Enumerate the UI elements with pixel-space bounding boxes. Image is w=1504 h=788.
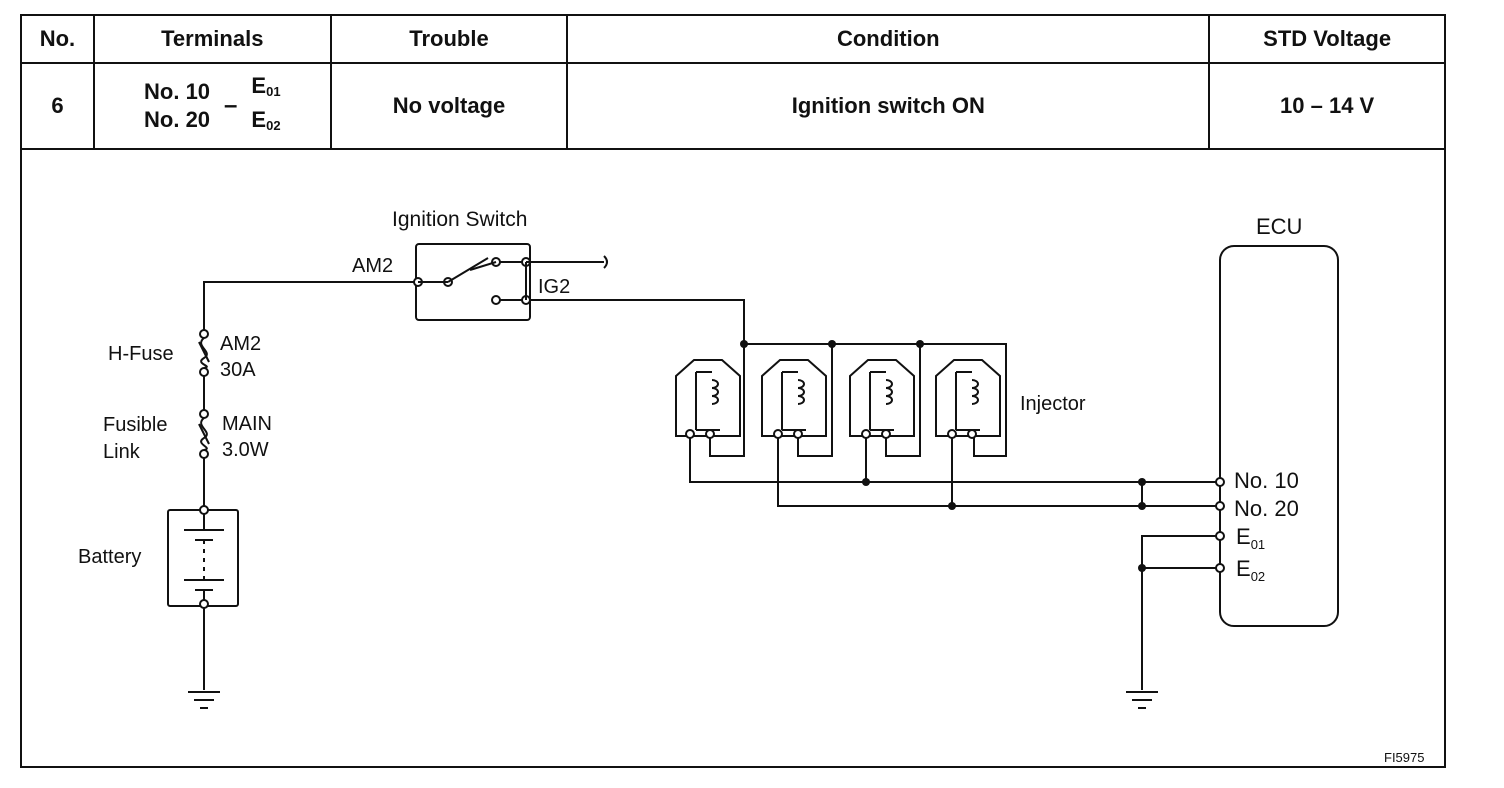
- table-row: 6 No. 10 No. 20 – E01 E02 No voltage Ign…: [20, 62, 1446, 150]
- wire-no20-signal: [777, 438, 1218, 507]
- table-header-row: No. Terminals Trouble Condition STD Volt…: [20, 14, 1446, 64]
- ignition-switch-contacts: [413, 257, 604, 305]
- ecu-pin-e02-base: E: [1236, 556, 1251, 581]
- wire-inj3-power: [885, 344, 921, 457]
- wire-e01-ground: [1141, 535, 1218, 690]
- terminal-e01-sub: 01: [266, 84, 281, 99]
- cell-trouble: No voltage: [329, 62, 569, 150]
- wire-ig2-feed: [530, 299, 745, 344]
- ecu-pin-no10: No. 10: [1234, 468, 1299, 493]
- h-fuse: [198, 329, 210, 377]
- ig2-terminal-label: IG2: [538, 276, 570, 298]
- spec-table: No. Terminals Trouble Condition STD Volt…: [20, 14, 1446, 150]
- terminal-e01-base: E: [251, 73, 267, 98]
- wire-no10-signal: [689, 438, 1218, 483]
- fusible-link: [198, 409, 210, 459]
- header-trouble: Trouble: [329, 14, 569, 64]
- fusible-link-label-1: Fusible: [103, 414, 167, 436]
- terminal-no20: No. 20: [144, 107, 211, 132]
- terminal-e01: E01: [251, 72, 280, 106]
- ecu-pin-no20: No. 20: [1234, 496, 1299, 521]
- ignition-switch-label: Ignition Switch: [392, 208, 527, 231]
- header-condition: Condition: [566, 14, 1211, 64]
- header-no: No.: [20, 14, 95, 64]
- injector-3: [849, 359, 915, 439]
- terminal-e02: E02: [251, 106, 280, 140]
- terminal-no10: No. 10: [144, 79, 211, 104]
- battery-label: Battery: [78, 546, 141, 568]
- figure-code: FI5975: [1384, 750, 1424, 765]
- ecu-pin-e01-sub: 01: [1251, 537, 1265, 552]
- ecu-label: ECU: [1256, 214, 1302, 239]
- ecu-ground-icon: [1126, 691, 1158, 709]
- injector-label: Injector: [1020, 393, 1086, 415]
- injectors: [675, 359, 1001, 439]
- ecu-pin-e01: E01: [1236, 524, 1265, 552]
- cell-no: 6: [20, 62, 95, 150]
- ground-icon: [188, 691, 220, 709]
- cell-condition: Ignition switch ON: [566, 62, 1211, 150]
- fusible-link-rating: 3.0W: [222, 439, 269, 461]
- terminal-e02-base: E: [251, 107, 267, 132]
- ecu-box: [1219, 245, 1339, 627]
- wire-inj2-power: [797, 344, 833, 457]
- wire-inj1-power: [709, 344, 745, 457]
- header-std-voltage: STD Voltage: [1208, 14, 1446, 64]
- terminal-separator: –: [224, 92, 238, 119]
- header-terminals: Terminals: [92, 14, 332, 64]
- ecu-pin-e01-base: E: [1236, 524, 1251, 549]
- fusible-link-label-2: Link: [103, 441, 141, 463]
- ecu-pins: [1215, 477, 1225, 573]
- ecu-pin-e02: E02: [1236, 556, 1265, 584]
- terminal-e02-sub: 02: [266, 118, 281, 133]
- wire-break-icon: [603, 255, 608, 269]
- h-fuse-label: H-Fuse: [108, 343, 174, 365]
- junction-dots: [740, 340, 1146, 572]
- wire-am2-feed: [203, 281, 414, 330]
- cell-std-voltage: 10 – 14 V: [1208, 62, 1446, 150]
- cell-terminals: No. 10 No. 20 – E01 E02: [92, 62, 332, 150]
- fusible-link-name: MAIN: [222, 413, 272, 435]
- injector-4: [935, 359, 1001, 439]
- h-fuse-name: AM2: [220, 333, 261, 355]
- injector-1: [675, 359, 741, 439]
- ecu-pin-e02-sub: 02: [1251, 569, 1265, 584]
- am2-terminal-label: AM2: [352, 255, 393, 277]
- h-fuse-rating: 30A: [220, 359, 256, 381]
- battery: [167, 505, 239, 609]
- injector-2: [761, 359, 827, 439]
